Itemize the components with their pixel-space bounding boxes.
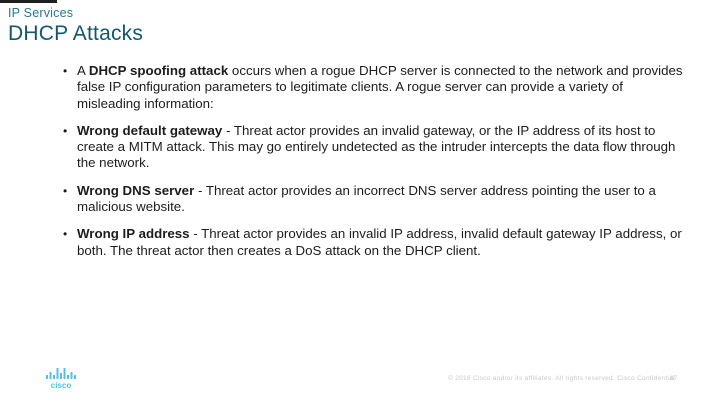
slide-header: IP Services DHCP Attacks — [8, 6, 143, 46]
bullet-bold: Wrong IP address — [77, 226, 190, 242]
bullet-rest: - Threat actor provides an invalid IP ad… — [77, 226, 682, 258]
logo-wordmark: cisco — [51, 381, 72, 390]
bullet-pre: A — [77, 63, 89, 78]
bullet-text: A DHCP spoofing attack occurs when a rog… — [77, 63, 689, 112]
bullet-marker: • — [63, 123, 68, 138]
bullet-rest: - Threat actor provides an incorrect DNS… — [77, 182, 656, 215]
screen-edge-artifact — [0, 0, 57, 3]
bullet-marker: • — [63, 183, 68, 198]
bullet-bold: DHCP spoofing attack — [88, 63, 229, 78]
page-number: 87 — [670, 375, 678, 382]
bullet-text: Wrong default gateway - Threat actor pro… — [77, 123, 689, 172]
bullet-marker: • — [63, 227, 68, 242]
bullet-text: Wrong DNS server - Threat actor provides… — [77, 183, 689, 216]
bullet-item: • Wrong IP address - Threat actor provid… — [63, 226, 689, 259]
cisco-logo-icon: cisco — [46, 368, 76, 390]
bullet-rest: - Threat actor provides an invalid gatew… — [77, 122, 676, 171]
bullet-list: • A DHCP spoofing attack occurs when a r… — [63, 63, 689, 270]
bullet-bold: Wrong DNS server — [77, 182, 195, 198]
logo-bars — [46, 368, 76, 379]
bullet-bold: Wrong default gateway — [77, 122, 223, 138]
bullet-item: • A DHCP spoofing attack occurs when a r… — [63, 63, 689, 112]
bullet-text: Wrong IP address - Threat actor provides… — [77, 226, 689, 259]
bullet-item: • Wrong DNS server - Threat actor provid… — [63, 183, 689, 216]
page-title: DHCP Attacks — [8, 22, 144, 45]
bullet-marker: • — [63, 64, 68, 78]
bullet-item: • Wrong default gateway - Threat actor p… — [63, 123, 689, 172]
bullet-rest: occurs when a rogue DHCP server is conne… — [77, 63, 683, 111]
footer-copyright: © 2016 Cisco and/or its affiliates. All … — [448, 375, 675, 382]
section-eyebrow: IP Services — [8, 6, 74, 20]
